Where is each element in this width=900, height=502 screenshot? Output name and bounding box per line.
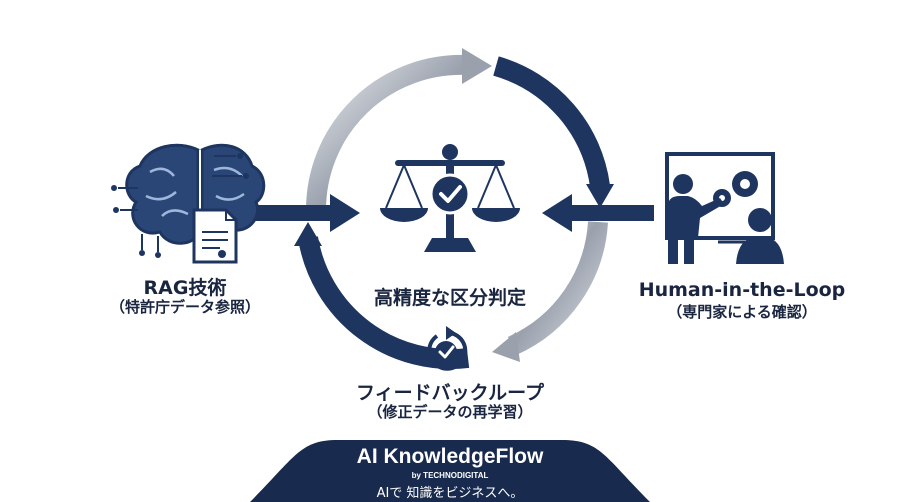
refresh-check-icon xyxy=(427,326,468,371)
right-node-title: Human-in-the-Loop xyxy=(638,279,846,301)
footer-tagline: AIで 知識をビジネスへ。 xyxy=(376,486,524,501)
center-node-title: 高精度な区分判定 xyxy=(373,287,526,309)
brain-document-icon xyxy=(111,143,266,264)
left-node-subtitle: （特許庁データ参照） xyxy=(109,298,260,316)
right-node-subtitle: （専門家による確認） xyxy=(667,303,817,321)
presenter-expert-icon xyxy=(665,152,784,264)
footer-brand: AI KnowledgeFlow xyxy=(356,445,544,468)
bottom-node-title: フィードバックループ xyxy=(356,382,544,404)
arrow-left-to-center xyxy=(252,194,360,232)
arrow-right-to-center xyxy=(542,194,654,232)
bottom-node-subtitle: （修正データの再学習） xyxy=(367,403,533,421)
footer-banner xyxy=(250,440,650,502)
left-node-title: RAG技術 xyxy=(143,277,227,299)
scale-check-icon xyxy=(380,144,520,252)
footer-byline: by TECHNODIGITAL xyxy=(411,471,489,480)
